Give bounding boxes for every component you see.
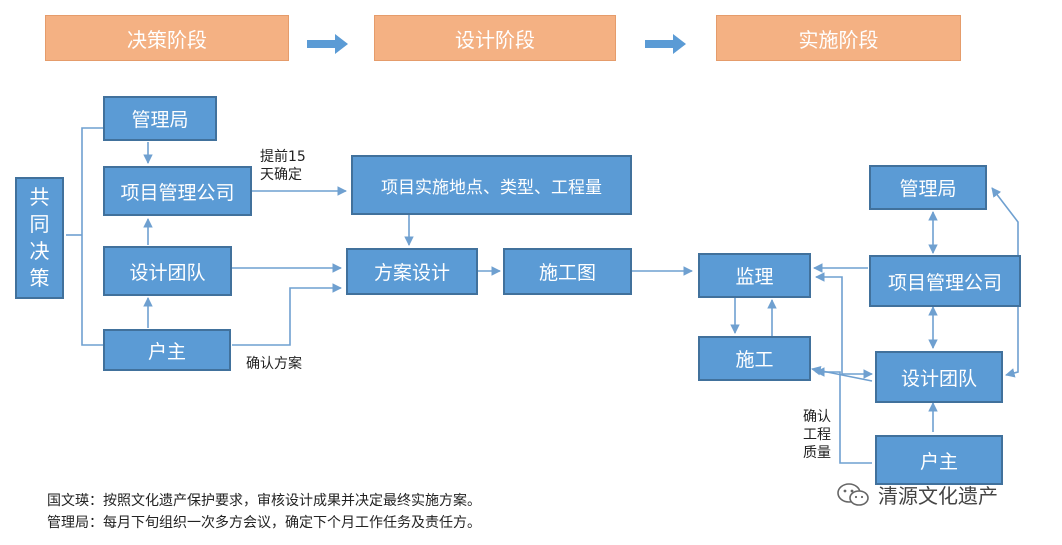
pm-company-box: 项目管理公司 xyxy=(103,166,252,216)
note-line: 国文瑛：按照文化遗产保护要求，审核设计成果并决定最终实施方案。 xyxy=(47,493,481,509)
owner-box-right: 户主 xyxy=(875,435,1003,485)
scheme-design-box: 方案设计 xyxy=(346,248,478,295)
stage-arrow-1 xyxy=(307,34,348,54)
design-team-box-right: 设计团队 xyxy=(875,351,1003,403)
brace-bracket xyxy=(81,127,103,346)
stage-implementation: 实施阶段 xyxy=(716,15,961,61)
arrow-owner-to-construction xyxy=(815,367,872,464)
design-team-box: 设计团队 xyxy=(103,246,232,296)
label-line: 质量 xyxy=(803,445,831,461)
note-line: 管理局：每月下旬组织一次多方会议，确定下个月工作任务及责任方。 xyxy=(47,515,481,531)
joint-decision-char: 策 xyxy=(29,266,50,290)
advance-days-label: 提前15 天确定 xyxy=(260,148,306,184)
stage-design: 设计阶段 xyxy=(374,15,616,61)
joint-decision-char: 决 xyxy=(29,239,50,263)
arrow-supervision-design xyxy=(815,272,873,379)
stage-arrow-2 xyxy=(645,34,686,54)
wechat-icon xyxy=(837,482,869,506)
supervision-box: 监理 xyxy=(698,253,811,298)
confirm-scheme-label: 确认方案 xyxy=(246,356,302,372)
stage-decision: 决策阶段 xyxy=(45,15,289,61)
confirm-quality-label: 确认 工程 质量 xyxy=(803,408,831,462)
management-bureau-box-right: 管理局 xyxy=(869,165,987,210)
joint-decision-char: 同 xyxy=(29,212,50,236)
construction-box: 施工 xyxy=(698,336,811,381)
pm-company-box-right: 项目管理公司 xyxy=(869,255,1021,307)
label-line: 提前15 xyxy=(260,149,306,165)
joint-decision-char: 共 xyxy=(29,185,50,209)
arrow-owner-to-scheme xyxy=(232,283,342,346)
label-line: 天确定 xyxy=(260,167,302,183)
construction-drawing-box: 施工图 xyxy=(503,248,632,295)
watermark: 清源文化遗产 xyxy=(836,480,998,509)
project-scope-box: 项目实施地点、类型、工程量 xyxy=(351,155,632,215)
owner-box: 户主 xyxy=(103,329,231,371)
label-line: 确认 xyxy=(803,409,831,425)
joint-decision-box: 共 同 决 策 xyxy=(15,177,64,299)
label-line: 工程 xyxy=(803,427,831,443)
watermark-text: 清源文化遗产 xyxy=(878,484,998,508)
management-bureau-box: 管理局 xyxy=(103,96,217,141)
